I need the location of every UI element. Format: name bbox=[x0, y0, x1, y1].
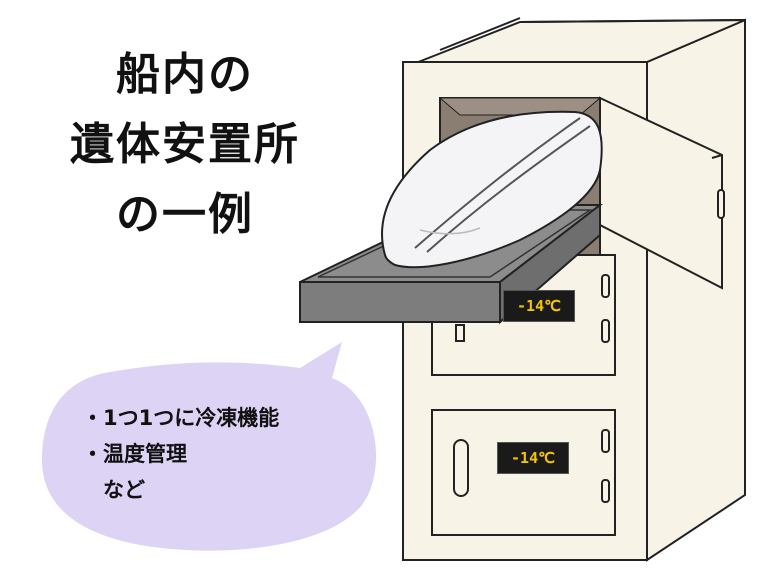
bubble-line: ・1つ1つに冷凍機能 bbox=[82, 406, 280, 430]
illustration-title: 船内の 遺体安置所 の一例 bbox=[40, 40, 330, 250]
bubble-line: など bbox=[82, 478, 145, 502]
speech-bubble bbox=[41, 342, 377, 551]
middle-latch bbox=[601, 274, 610, 298]
title-line: の一例 bbox=[116, 189, 254, 240]
bubble-text: ・1つ1つに冷凍機能 ・温度管理 など bbox=[82, 400, 279, 508]
lower-latch-2 bbox=[601, 479, 610, 503]
title-line: 船内の bbox=[116, 49, 254, 100]
cabinet-side bbox=[646, 18, 746, 562]
middle-handle bbox=[455, 324, 465, 342]
temperature-display-middle: -14℃ bbox=[503, 290, 575, 322]
middle-latch-2 bbox=[601, 319, 610, 343]
open-door bbox=[599, 96, 723, 290]
door-handle bbox=[717, 189, 725, 219]
lower-handle bbox=[453, 439, 469, 497]
temperature-display-lower: -14℃ bbox=[497, 442, 569, 474]
title-line: 遺体安置所 bbox=[70, 119, 300, 170]
lower-latch bbox=[601, 429, 610, 453]
tray-front bbox=[299, 281, 501, 323]
bubble-line: ・温度管理 bbox=[82, 442, 187, 466]
